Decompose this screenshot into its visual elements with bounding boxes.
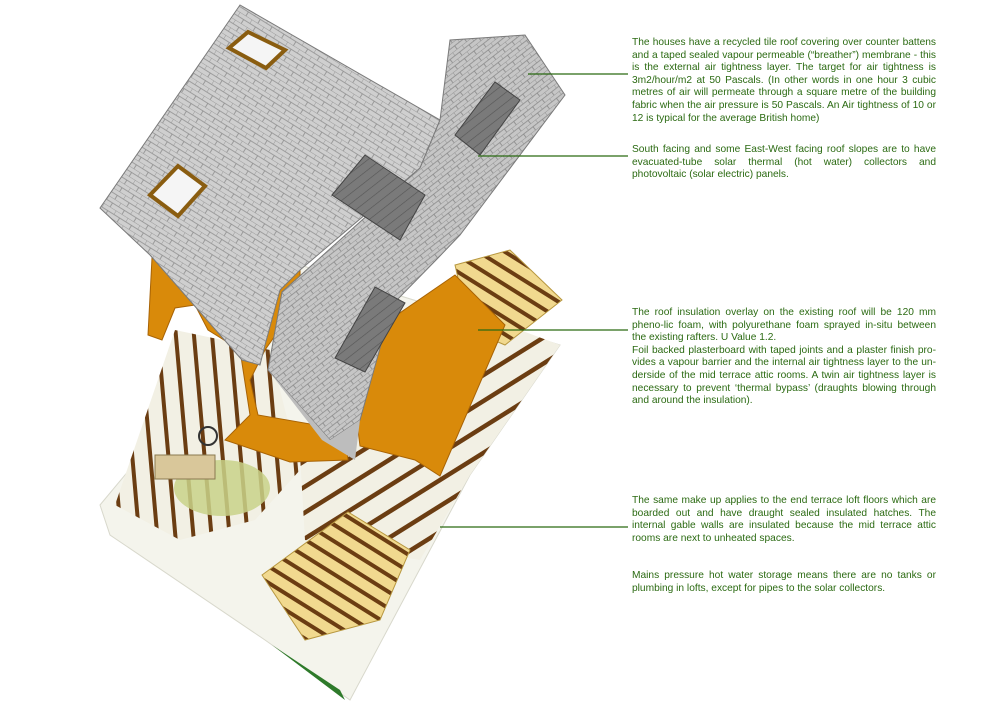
- solar-collector-lower: [334, 286, 406, 373]
- annotation-solar-text: South facing and some East-West facing r…: [632, 144, 936, 181]
- annotation-roof-membrane-text: The houses have a recycled tile roof cov…: [632, 37, 936, 124]
- annotation-loft-floors-text: The same make up applies to the end terr…: [632, 495, 936, 544]
- annotation-solar: South facing and some East-West facing r…: [632, 144, 936, 182]
- annotation-hot-water-text: Mains pressure hot water storage means t…: [632, 570, 936, 594]
- annotation-roof-insulation-p2: Foil backed plasterboard with taped join…: [632, 344, 936, 407]
- leader-lines: [440, 73, 628, 528]
- roof-window-lower: [146, 163, 208, 219]
- boarded-loft-lower: [261, 511, 411, 641]
- solar-collector-upper: [454, 81, 521, 156]
- annotation-roof-insulation: The roof insulation overlay on the exist…: [632, 307, 936, 408]
- annotation-loft-floors: The same make up applies to the end terr…: [632, 495, 936, 545]
- annotation-hot-water: Mains pressure hot water storage means t…: [632, 570, 936, 595]
- roof-window-upper: [225, 29, 289, 71]
- annotation-roof-insulation-p1: The roof insulation overlay on the exist…: [632, 307, 936, 344]
- pv-panel-centre: [331, 154, 426, 241]
- gable-wall: [272, 645, 345, 700]
- attic-room-interior: [154, 426, 270, 516]
- annotation-roof-membrane: The houses have a recycled tile roof cov…: [632, 37, 936, 125]
